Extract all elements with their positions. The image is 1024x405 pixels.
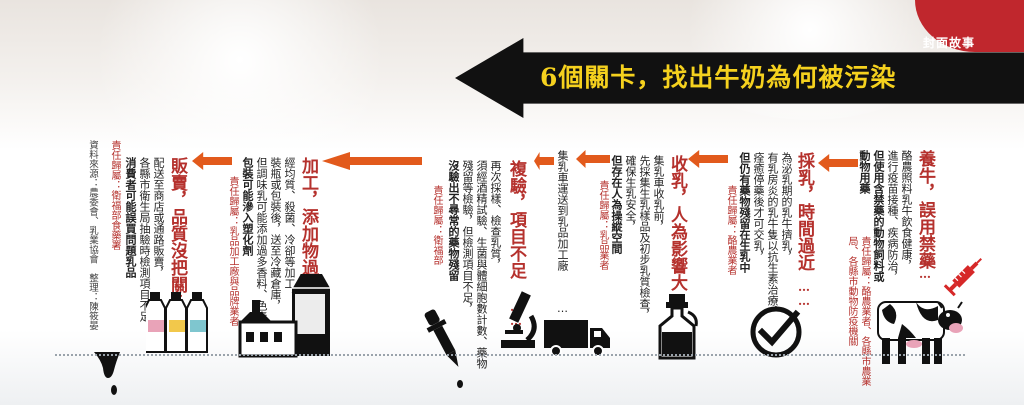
- flow-arrow: [576, 150, 610, 168]
- stage6-line: 裝瓶或包裝後，送至冷藏倉庫，: [269, 157, 282, 311]
- stage1-bold-line: 動物用藥: [858, 150, 871, 194]
- stage1-bold-line: 但使用含禁藥的動物飼料或: [872, 150, 885, 282]
- stage1-line: 進行疫苗接種、疾病防治，: [886, 150, 899, 282]
- stage4-line: 集乳車運送到乳品加工廠: [556, 150, 569, 271]
- milk-bottles-icon: [146, 292, 208, 353]
- stage5-line: 再次採樣、檢查乳質，: [489, 160, 502, 270]
- milk-splash: [60, 0, 420, 160]
- stage3-bold-line: 但存在人為操縱空間: [610, 155, 623, 254]
- stage6-responsibility: 責任歸屬：乳品加工廠與品牌業者: [227, 176, 238, 326]
- stage2-responsibility: 責任歸屬：酪農業者: [725, 185, 736, 275]
- milk-can-icon: [658, 294, 698, 360]
- factory-milk-carton-icon: [238, 273, 330, 358]
- checkmark-clock-icon: [750, 306, 802, 358]
- microscope-icon: [501, 291, 537, 348]
- stage5-heading: 複驗，項目不足: [506, 160, 526, 279]
- stage5-line: 須經酒精試驗、生菌與體細胞數計數、藥物: [475, 160, 488, 369]
- dropper-icon: [424, 309, 463, 388]
- stage5-line: 殘留等檢驗，但檢測項目不足，: [461, 160, 474, 314]
- stage3-responsibility: 責任歸屬：乳品業者: [597, 180, 608, 270]
- stage5-bold-line: 沒驗出不尋常的藥物殘留: [447, 160, 460, 281]
- stage7-line: 配送至商店或通路販賣，: [152, 157, 165, 278]
- stage6-bold-line: 包裝可能滲入塑化劑: [241, 157, 254, 256]
- stage5-responsibility: 責任歸屬：衛福部: [431, 185, 442, 265]
- stage7-responsibility: 責任歸屬：衛福部食藥署: [109, 140, 120, 250]
- flow-arrow: [818, 154, 858, 172]
- flow-arrow: [688, 150, 728, 168]
- truck-icon: [544, 320, 610, 357]
- stage1-heading: 養牛，誤用禁藥: [915, 150, 935, 269]
- stage2-dots: ……: [797, 280, 811, 308]
- stage3-heading: 收乳，人為影響大: [667, 155, 687, 291]
- source-credit: 資料來源：農委會、乳業協會 整理：陳筱晏: [87, 140, 98, 330]
- flow-arrow: [322, 152, 422, 170]
- stage1-responsibility: 局、各縣市動物防疫機關: [846, 236, 857, 346]
- stage1-responsibility: 責任歸屬：酪農業者、各縣市農業: [859, 236, 870, 386]
- stage1-dots: ……: [918, 253, 932, 281]
- stage2-bold-line: 但仍有藥物殘留在生乳中: [738, 152, 751, 273]
- stage1-line: 酪農照料乳牛飲食健康，: [900, 150, 913, 271]
- flow-arrow: [534, 152, 554, 170]
- stage3-line: 集乳車收乳前，: [652, 155, 665, 232]
- stage2-line: 痊癒停藥後才可交乳，: [752, 152, 765, 262]
- stage3-line: 確保生乳安全，: [624, 155, 637, 232]
- stage2-line: 為泌乳期的乳牛擠乳，: [780, 152, 793, 262]
- baseline-divider: [55, 354, 965, 358]
- stage6-line: 但調味乳可能添加過多香料、色素，: [255, 157, 268, 333]
- stage7-line: 各縣市衛生局抽驗時檢測項目不足，: [138, 157, 151, 333]
- cow-icon: [877, 301, 963, 364]
- stage6-heading: 加工，添加物過多: [298, 157, 318, 293]
- page-title: 6個關卡，找出牛奶為何被污染: [540, 63, 897, 92]
- stage2-line: 有乳房炎的乳牛隻以抗生素治療，: [766, 152, 779, 317]
- stage6-line: 經均質、殺菌、冷卻等加工，: [283, 157, 296, 300]
- stage7-heading: 販賣，品質沒把關: [167, 157, 187, 293]
- milk-drip-icon: [94, 352, 120, 395]
- cover-story-label: 封面故事: [923, 36, 976, 50]
- stage7-bold-line: 消費者可能誤買問題乳品: [124, 157, 137, 278]
- stage3-line: 先採集生乳樣品及初步乳質檢查，: [638, 155, 651, 320]
- stage2-heading: 採乳，時間過近: [794, 152, 814, 271]
- syringe-icon: [943, 258, 982, 297]
